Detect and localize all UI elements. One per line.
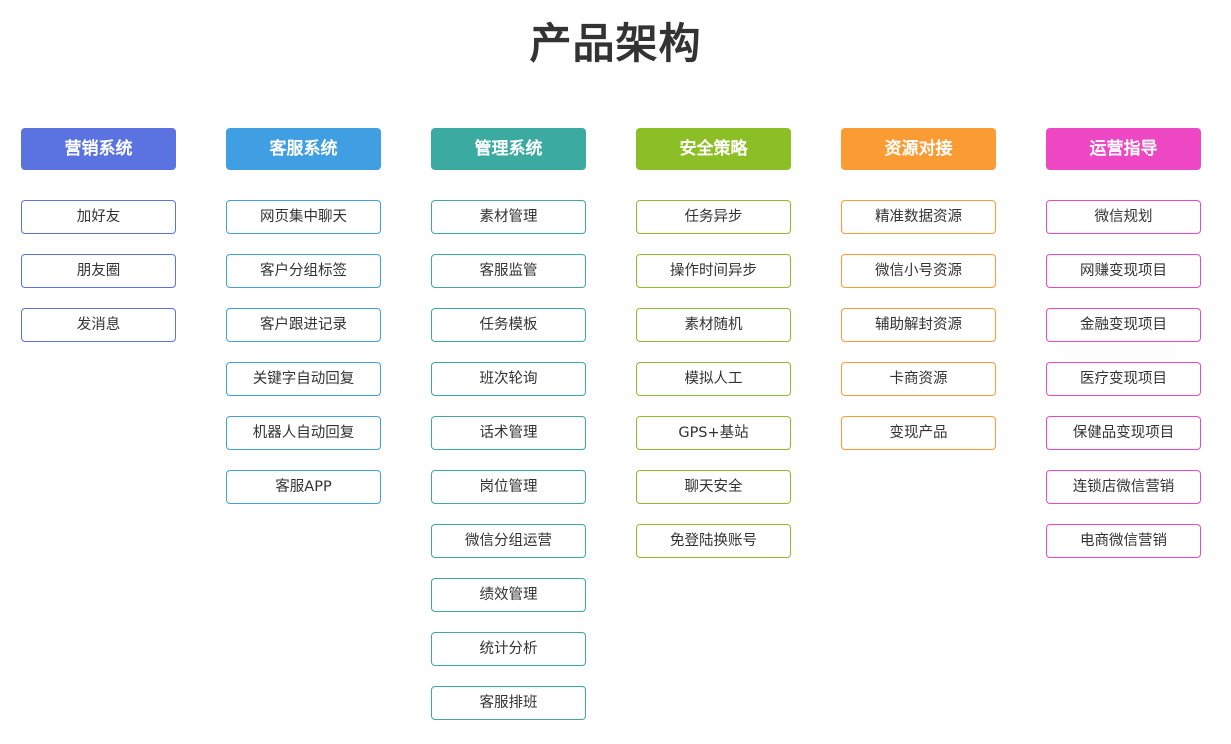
feature-item[interactable]: 卡商资源 (841, 362, 996, 396)
feature-item[interactable]: 模拟人工 (636, 362, 791, 396)
feature-item[interactable]: GPS+基站 (636, 416, 791, 450)
column-management: 管理系统 素材管理客服监管任务模板班次轮询话术管理岗位管理微信分组运营绩效管理统… (431, 128, 586, 740)
feature-item[interactable]: 客服排班 (431, 686, 586, 720)
feature-item[interactable]: 绩效管理 (431, 578, 586, 612)
feature-item[interactable]: 医疗变现项目 (1046, 362, 1201, 396)
column-header-management: 管理系统 (431, 128, 586, 170)
feature-item[interactable]: 机器人自动回复 (226, 416, 381, 450)
column-resources: 资源对接 精准数据资源微信小号资源辅助解封资源卡商资源变现产品 (841, 128, 996, 470)
column-header-resources: 资源对接 (841, 128, 996, 170)
feature-item[interactable]: 操作时间异步 (636, 254, 791, 288)
column-operations: 运营指导 微信规划网赚变现项目金融变现项目医疗变现项目保健品变现项目连锁店微信营… (1046, 128, 1201, 578)
feature-item[interactable]: 任务模板 (431, 308, 586, 342)
architecture-columns: 营销系统 加好友朋友圈发消息 客服系统 网页集中聊天客户分组标签客户跟进记录关键… (21, 128, 1211, 728)
column-items-security: 任务异步操作时间异步素材随机模拟人工 GPS+基站聊天安全免登陆换账号 (636, 200, 791, 558)
feature-item[interactable]: 岗位管理 (431, 470, 586, 504)
feature-item[interactable]: 客户跟进记录 (226, 308, 381, 342)
feature-item[interactable]: 网页集中聊天 (226, 200, 381, 234)
feature-item[interactable]: 素材随机 (636, 308, 791, 342)
feature-item[interactable]: 保健品变现项目 (1046, 416, 1201, 450)
column-items-management: 素材管理客服监管任务模板班次轮询话术管理岗位管理微信分组运营绩效管理统计分析客服… (431, 200, 586, 720)
feature-item[interactable]: 变现产品 (841, 416, 996, 450)
feature-item[interactable]: 话术管理 (431, 416, 586, 450)
feature-item[interactable]: 微信分组运营 (431, 524, 586, 558)
page-title: 产品架构 (529, 19, 702, 68)
feature-item[interactable]: 微信小号资源 (841, 254, 996, 288)
column-items-resources: 精准数据资源微信小号资源辅助解封资源卡商资源变现产品 (841, 200, 996, 450)
feature-item[interactable]: 客户分组标签 (226, 254, 381, 288)
column-security: 安全策略 任务异步操作时间异步素材随机模拟人工 GPS+基站聊天安全免登陆换账号 (636, 128, 791, 578)
feature-item[interactable]: 网赚变现项目 (1046, 254, 1201, 288)
feature-item[interactable]: 免登陆换账号 (636, 524, 791, 558)
feature-item[interactable]: 客服APP (226, 470, 381, 504)
feature-item[interactable]: 精准数据资源 (841, 200, 996, 234)
feature-item[interactable]: 连锁店微信营销 (1046, 470, 1201, 504)
feature-item[interactable]: 加好友 (21, 200, 176, 234)
feature-item[interactable]: 关键字自动回复 (226, 362, 381, 396)
column-header-marketing: 营销系统 (21, 128, 176, 170)
feature-item[interactable]: 班次轮询 (431, 362, 586, 396)
feature-item[interactable]: 聊天安全 (636, 470, 791, 504)
feature-item[interactable]: 辅助解封资源 (841, 308, 996, 342)
column-header-operations: 运营指导 (1046, 128, 1201, 170)
feature-item[interactable]: 朋友圈 (21, 254, 176, 288)
column-customer-service: 客服系统 网页集中聊天客户分组标签客户跟进记录关键字自动回复机器人自动回复客服A… (226, 128, 381, 524)
column-items-operations: 微信规划网赚变现项目金融变现项目医疗变现项目保健品变现项目连锁店微信营销电商微信… (1046, 200, 1201, 558)
column-header-security: 安全策略 (636, 128, 791, 170)
feature-item[interactable]: 电商微信营销 (1046, 524, 1201, 558)
column-items-marketing: 加好友朋友圈发消息 (21, 200, 176, 342)
feature-item[interactable]: 金融变现项目 (1046, 308, 1201, 342)
feature-item[interactable]: 微信规划 (1046, 200, 1201, 234)
column-items-customer-service: 网页集中聊天客户分组标签客户跟进记录关键字自动回复机器人自动回复客服APP (226, 200, 381, 504)
feature-item[interactable]: 任务异步 (636, 200, 791, 234)
feature-item[interactable]: 发消息 (21, 308, 176, 342)
feature-item[interactable]: 客服监管 (431, 254, 586, 288)
feature-item[interactable]: 素材管理 (431, 200, 586, 234)
column-header-customer-service: 客服系统 (226, 128, 381, 170)
feature-item[interactable]: 统计分析 (431, 632, 586, 666)
column-marketing: 营销系统 加好友朋友圈发消息 (21, 128, 176, 362)
